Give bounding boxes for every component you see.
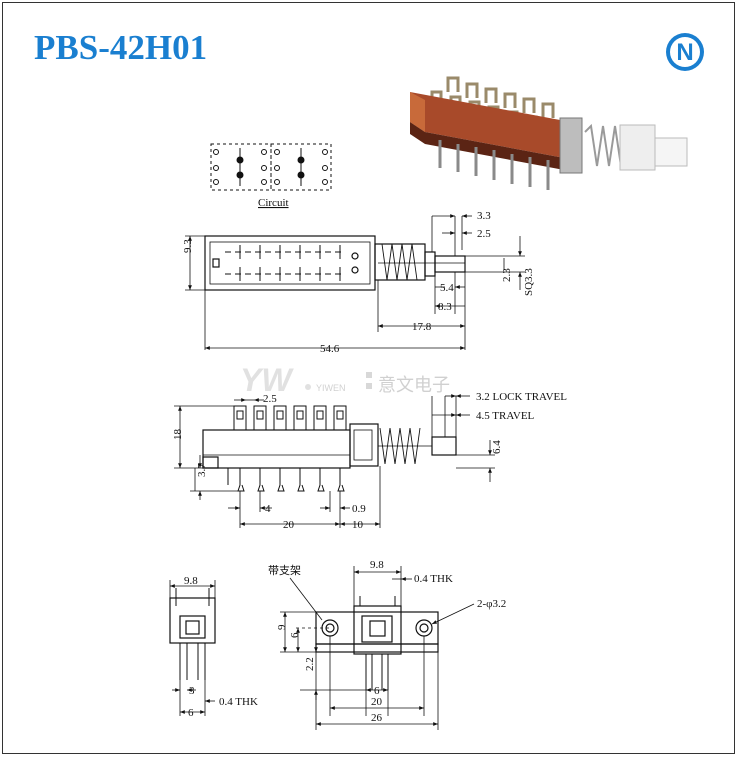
- side-view-dimensions: [174, 394, 495, 528]
- dim-lock-travel: 3.2 LOCK TRAVEL: [476, 391, 567, 403]
- dim-2-2: 2.2: [304, 657, 316, 671]
- dim-2-5-side: 2.5: [263, 393, 277, 405]
- dim-4: 4: [265, 503, 271, 515]
- dim-2-5-top: 2.5: [477, 228, 491, 240]
- watermark-mark: YW: [240, 362, 294, 398]
- bracket-view: [315, 596, 439, 690]
- dim-5-4: 5.4: [440, 282, 454, 294]
- watermark: YW YIWEN 意文电子: [240, 362, 450, 398]
- bracket-note: 带支架: [268, 564, 301, 577]
- dim-0-4-bracket: 0.4 THK: [414, 573, 453, 585]
- dim-6-end: 6: [188, 707, 194, 719]
- dim-18: 18: [172, 429, 184, 441]
- dim-0-4-end: 0.4 THK: [219, 696, 258, 708]
- end-view-dimensions: [169, 580, 216, 716]
- part-number-title: PBS-42H01: [34, 28, 208, 67]
- circuit-diagram: [210, 143, 332, 191]
- brand-logo-icon: N: [666, 33, 704, 71]
- dim-8-3: 8.3: [438, 301, 452, 313]
- dim-9-8-bracket: 9.8: [370, 559, 384, 571]
- dim-9-bracket: 9: [276, 624, 288, 630]
- dim-26: 26: [371, 712, 383, 724]
- dim-9-3: 9.3: [182, 239, 194, 253]
- product-photo: [410, 76, 688, 190]
- dim-travel: 4.5 TRAVEL: [476, 410, 535, 422]
- top-view-dimensions: [185, 214, 525, 350]
- dim-3-3: 3.3: [477, 210, 491, 222]
- dim-holes: 2-φ3.2: [477, 598, 506, 610]
- dim-3-end: 3: [189, 685, 195, 697]
- dim-3-7: 3.7: [196, 463, 208, 477]
- dim-10: 10: [352, 519, 364, 531]
- dim-20-bracket: 20: [371, 696, 383, 708]
- circuit-label: Circuit: [258, 197, 289, 209]
- dim-0-9: 0.9: [352, 503, 366, 515]
- dim-54-6: 54.6: [320, 343, 340, 355]
- watermark-chinese: 意文电子: [378, 375, 450, 395]
- dim-9-8-end: 9.8: [184, 575, 198, 587]
- end-view: [169, 588, 216, 680]
- logo-letter: N: [676, 39, 694, 66]
- dim-2-3: 2.3: [501, 268, 513, 282]
- bracket-view-dimensions: [280, 566, 475, 730]
- watermark-brand: YIWEN: [316, 383, 346, 393]
- dim-6-bracket: 6: [374, 685, 380, 697]
- dim-sq3-3: SQ3.3: [523, 268, 535, 296]
- top-view: [204, 235, 466, 291]
- dim-17-8: 17.8: [412, 321, 432, 333]
- dim-20-side: 20: [283, 519, 295, 531]
- dim-6-4: 6.4: [491, 440, 503, 454]
- dim-6-vertical: 6: [289, 632, 301, 638]
- side-view: [202, 405, 457, 492]
